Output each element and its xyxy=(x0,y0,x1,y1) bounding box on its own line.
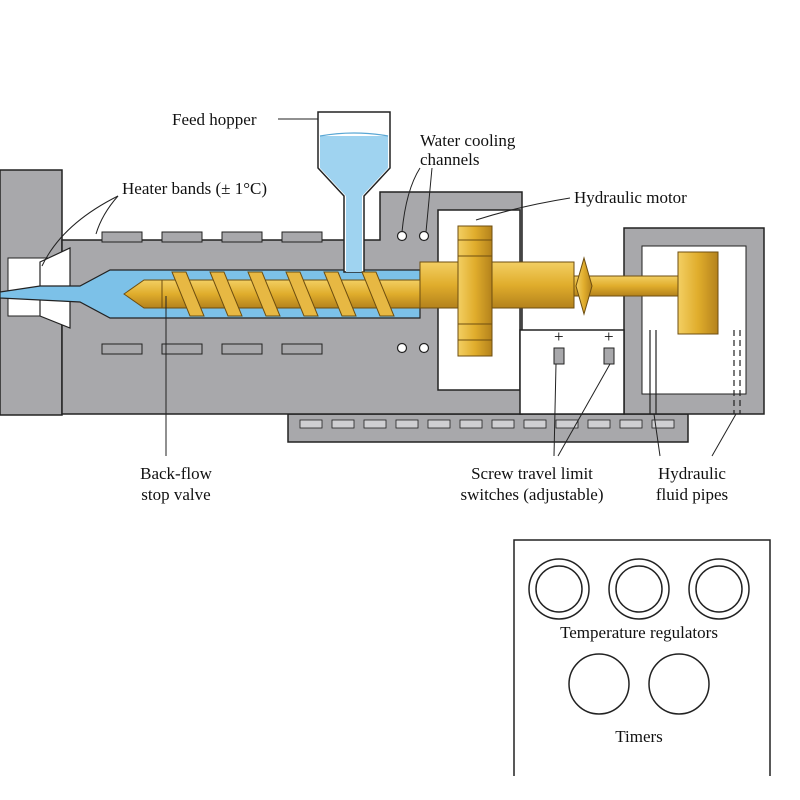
feed-hopper-label: Feed hopper xyxy=(172,110,257,129)
switch-plus-1: + xyxy=(554,327,564,346)
base-slots xyxy=(299,419,675,429)
temperature-regulator-dial[interactable] xyxy=(608,558,670,620)
hydraulic-pipes-label-2: fluid pipes xyxy=(656,485,728,504)
water-cooling-label-2: channels xyxy=(420,150,479,169)
screw-limit-label-1: Screw travel limit xyxy=(471,464,593,483)
leader-lines xyxy=(41,118,737,457)
temperature-regulator-dial[interactable] xyxy=(688,558,750,620)
timers xyxy=(568,653,710,715)
timer-dial[interactable] xyxy=(568,653,630,715)
limit-switches xyxy=(553,347,615,365)
water-cooling-holes xyxy=(396,230,430,354)
backflow-label-2: stop valve xyxy=(141,485,210,504)
screw xyxy=(123,271,421,317)
hydraulic-motor-label: Hydraulic motor xyxy=(574,188,687,207)
timers-label: Timers xyxy=(615,727,663,746)
hydraulic-pipes-label-1: Hydraulic xyxy=(658,464,726,483)
feed-hopper xyxy=(317,111,391,273)
hydraulic-pipes xyxy=(649,330,741,414)
temperature-regulator-dial[interactable] xyxy=(528,558,590,620)
water-cooling-label-1: Water cooling xyxy=(420,131,516,150)
switch-plus-2: + xyxy=(604,327,614,346)
heater-bands xyxy=(101,231,323,355)
control-panel xyxy=(513,539,771,776)
temperature-regulators xyxy=(528,558,750,620)
screw-limit-label-2: switches (adjustable) xyxy=(460,485,603,504)
heater-bands-label: Heater bands (± 1°C) xyxy=(122,179,267,198)
backflow-label-1: Back-flow xyxy=(140,464,212,483)
temperature-regulators-label: Temperature regulators xyxy=(560,623,718,642)
gear-assembly xyxy=(419,225,719,357)
timer-dial[interactable] xyxy=(648,653,710,715)
